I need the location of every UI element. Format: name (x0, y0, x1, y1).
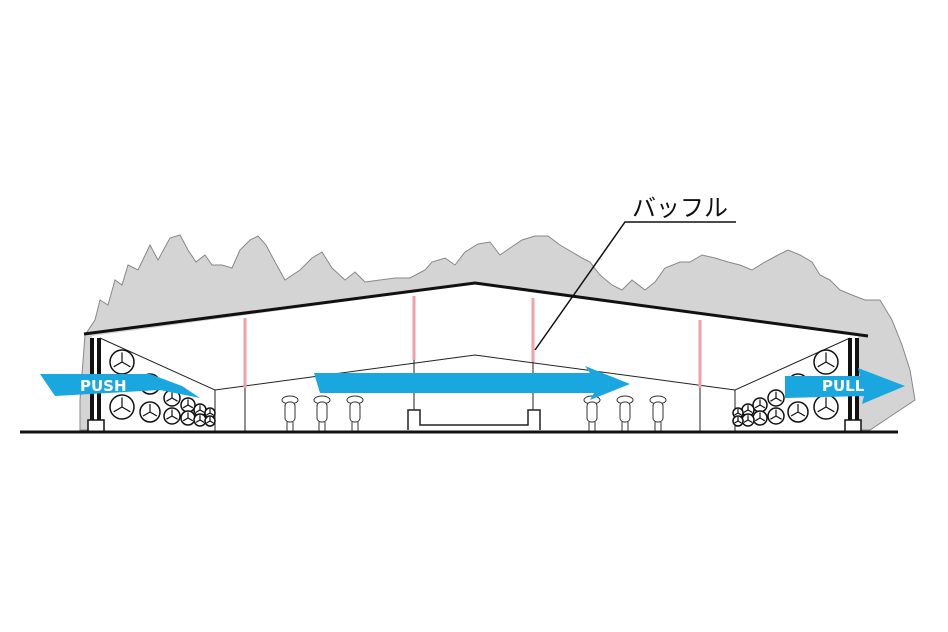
fan-icon (732, 407, 744, 419)
fan-icon (109, 394, 135, 420)
sheep-icon (583, 395, 601, 431)
fan-icon (204, 415, 216, 427)
fan-icon (180, 410, 196, 426)
fan-icon (163, 389, 181, 407)
fan-icon (813, 394, 839, 420)
baffle-callout-label: バッフル (632, 194, 728, 222)
fan-icon (813, 349, 839, 375)
pull-arrow (785, 368, 905, 404)
fan-icon (767, 389, 785, 407)
fan-icon (752, 410, 768, 426)
fan-icon (732, 415, 744, 427)
push-arrow (40, 374, 200, 398)
fan-icon (752, 397, 768, 413)
fan-icon (787, 401, 809, 423)
pull-label: PULL (822, 377, 865, 395)
center-arrow (314, 366, 630, 400)
fan-icon (193, 413, 207, 427)
livestock (281, 395, 667, 431)
fan-icon (767, 407, 785, 425)
callout-leader (534, 221, 736, 351)
fan-icon (180, 397, 196, 413)
fan-icon (109, 349, 135, 375)
baffles (243, 296, 702, 388)
fan-icon (163, 407, 181, 425)
sheep-icon (346, 395, 364, 431)
ceiling-line (99, 337, 851, 391)
fan-icon (741, 413, 755, 427)
roof (83, 281, 869, 338)
sheep-icon (616, 395, 634, 431)
fan-icon (204, 407, 216, 419)
fan-icon (139, 401, 161, 423)
push-label: PUSH (80, 377, 127, 395)
sheep-icon (281, 395, 299, 431)
barn-interior (92, 284, 858, 432)
sheep-icon (313, 395, 331, 431)
center-pen (407, 409, 541, 430)
sheep-icon (649, 395, 667, 431)
